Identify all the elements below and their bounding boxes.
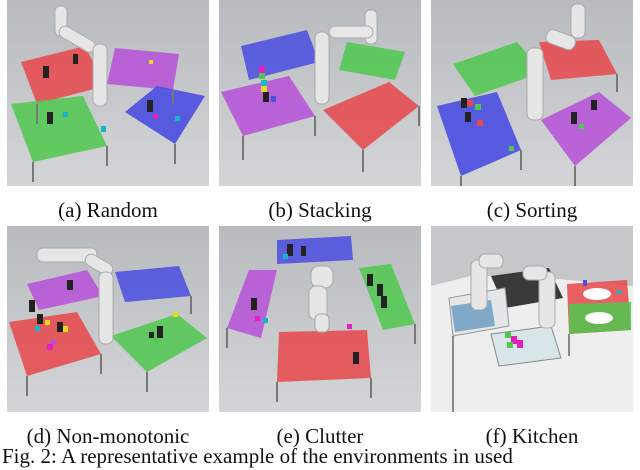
scene-image-sorting <box>431 0 633 186</box>
caption-a: (a) Random <box>58 198 158 222</box>
robot-arm <box>470 253 556 329</box>
magenta-table <box>27 270 103 310</box>
red-table <box>323 82 419 150</box>
panel-e-clutter-scene <box>219 226 421 412</box>
green-table <box>453 42 543 96</box>
blue-table <box>115 266 191 302</box>
panel-f-kitchen-scene <box>431 226 633 412</box>
panel-a-random-scene <box>7 0 209 186</box>
panel-b-stacking-scene <box>219 0 421 186</box>
scene-image-non-monotonic <box>7 226 209 412</box>
robot-arm <box>314 9 378 105</box>
scene-image-clutter <box>219 226 421 412</box>
caption-b: (b) Stacking <box>268 198 372 222</box>
green-table <box>11 96 107 162</box>
plate <box>583 288 611 300</box>
magenta-table <box>221 76 315 136</box>
caption-f: (f) Kitchen <box>485 424 579 448</box>
scene-image-kitchen <box>431 226 633 412</box>
blue-table <box>125 86 205 144</box>
red-table <box>21 46 105 104</box>
scene-image-random <box>7 0 209 186</box>
green-table <box>339 42 405 80</box>
plate <box>585 312 613 324</box>
blue-table <box>437 92 521 176</box>
red-table <box>539 40 617 80</box>
red-table <box>277 330 371 382</box>
magenta-table <box>107 48 179 90</box>
robot-arm <box>54 5 108 107</box>
caption-c: (c) Sorting <box>486 198 578 222</box>
robot-arm <box>36 247 114 345</box>
robot-arm <box>308 265 334 333</box>
magenta-table <box>541 92 631 166</box>
panel-c-sorting-scene <box>431 0 633 186</box>
caption-e: (e) Clutter <box>276 424 364 448</box>
figure-caption: Fig. 2: A representative example of the … <box>2 444 513 468</box>
panel-d-non-monotonic-scene <box>7 226 209 412</box>
scene-image-stacking <box>219 0 421 186</box>
blue-table <box>277 236 353 264</box>
green-table <box>111 314 207 372</box>
caption-d: (d) Non-monotonic <box>26 424 190 448</box>
robot-arm <box>526 3 586 121</box>
